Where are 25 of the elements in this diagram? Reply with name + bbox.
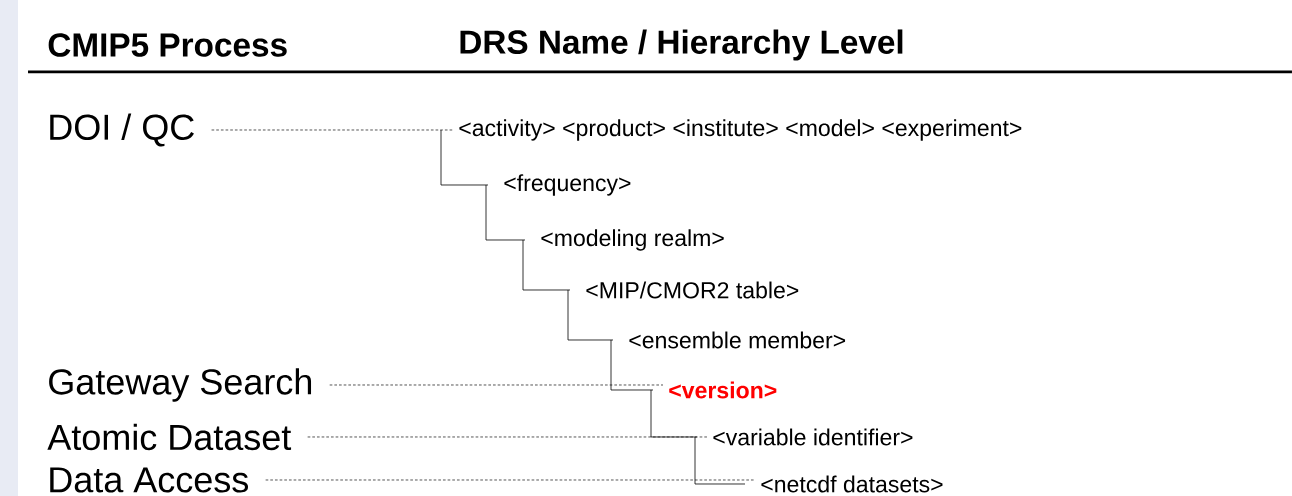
hierarchy-level: <modeling realm>	[541, 229, 724, 251]
tree-connector	[567, 289, 614, 341]
tree-connector	[610, 339, 654, 391]
tree-connector	[440, 129, 489, 186]
tree-connector	[522, 239, 571, 291]
hierarchy-level: <frequency>	[504, 174, 631, 196]
leader-line	[329, 384, 664, 386]
process-label: Atomic Dataset	[47, 423, 292, 451]
hierarchy-level: <activity> <product> <institute> <model> <experiment>	[459, 119, 1022, 141]
column-heading: DRS Name / Hierarchy Level	[460, 29, 903, 61]
hierarchy-level: <netcdf datasets>	[761, 475, 943, 493]
process-label: DOI / QC	[50, 113, 194, 147]
tree-connector	[650, 389, 698, 438]
hierarchy-level: <variable identifier>	[713, 428, 913, 446]
hierarchy-level: <ensemble member>	[629, 331, 846, 349]
process-label: Gateway Search	[49, 368, 312, 402]
tree-connector	[485, 184, 526, 241]
column-heading: CMIP5 Process	[48, 33, 287, 57]
hierarchy-level: <version>	[669, 381, 777, 399]
leader-line	[211, 129, 454, 131]
process-label: Data Access	[50, 467, 248, 493]
hierarchy-level: <MIP/CMOR2 table>	[586, 281, 799, 299]
tree-connector	[694, 436, 746, 485]
leader-line	[307, 436, 708, 438]
leader-line	[265, 479, 756, 481]
